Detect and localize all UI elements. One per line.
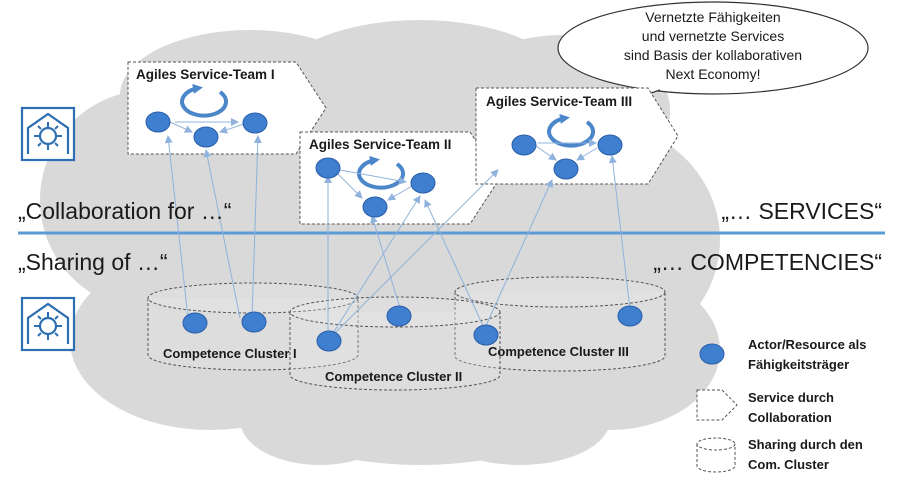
legend-actor-label: Actor/Resource als Fähigkeitsträger bbox=[748, 337, 867, 372]
service-team-label: Agiles Service-Team III bbox=[486, 94, 632, 109]
layer-label-collaboration: „Collaboration for …“ bbox=[18, 198, 231, 224]
house-icon-upper bbox=[20, 106, 76, 162]
bubble-line-4: Next Economy! bbox=[666, 66, 761, 82]
cycle-icon-1 bbox=[180, 83, 228, 118]
cluster-cylinder-3 bbox=[454, 276, 666, 372]
actor-node bbox=[315, 157, 341, 179]
service-team-label: Agiles Service-Team I bbox=[136, 67, 275, 82]
actor-nodes bbox=[145, 111, 643, 352]
bubble-line-1: Vernetzte Fähigkeiten bbox=[645, 9, 780, 25]
actor-node bbox=[617, 305, 643, 327]
actor-node bbox=[386, 305, 412, 327]
legend-service-icon bbox=[696, 389, 738, 421]
actor-node bbox=[242, 112, 268, 134]
actor-node bbox=[553, 158, 579, 180]
cluster-label: Competence Cluster I bbox=[163, 346, 297, 361]
actor-node bbox=[473, 324, 499, 346]
actor-node bbox=[410, 172, 436, 194]
cluster-to-team-links bbox=[164, 135, 631, 339]
actor-node bbox=[316, 330, 342, 352]
team-links bbox=[169, 118, 598, 201]
cloud-background bbox=[40, 20, 720, 465]
cluster-label: Competence Cluster II bbox=[325, 369, 462, 384]
layer-label-competencies: „… COMPETENCIES“ bbox=[653, 249, 882, 275]
service-team-shape-3 bbox=[475, 87, 679, 185]
cycle-icon-2 bbox=[357, 155, 405, 190]
actor-node bbox=[362, 196, 388, 218]
bubble-line-2: und vernetzte Services bbox=[642, 28, 784, 44]
layer-label-sharing: „Sharing of …“ bbox=[18, 249, 168, 275]
legend-cylinder-icon bbox=[696, 437, 736, 473]
actor-node bbox=[511, 134, 537, 156]
service-team-label: Agiles Service-Team II bbox=[309, 137, 451, 152]
layer-label-services: „… SERVICES“ bbox=[721, 198, 882, 224]
actor-node bbox=[241, 311, 267, 333]
cycle-icon-3 bbox=[547, 113, 595, 148]
legend-actor-icon bbox=[699, 343, 725, 365]
legend-sharing-label: Sharing durch den Com. Cluster bbox=[748, 437, 863, 472]
actor-node bbox=[193, 126, 219, 148]
actor-node bbox=[182, 312, 208, 334]
actor-node bbox=[145, 111, 171, 133]
legend-service-label: Service durch Collaboration bbox=[748, 390, 834, 425]
actor-node bbox=[597, 134, 623, 156]
service-team-shape-1 bbox=[127, 61, 327, 155]
bubble-line-3: sind Basis der kollaborativen bbox=[624, 47, 802, 63]
cluster-label: Competence Cluster III bbox=[488, 344, 629, 359]
house-icon-lower bbox=[20, 296, 76, 352]
